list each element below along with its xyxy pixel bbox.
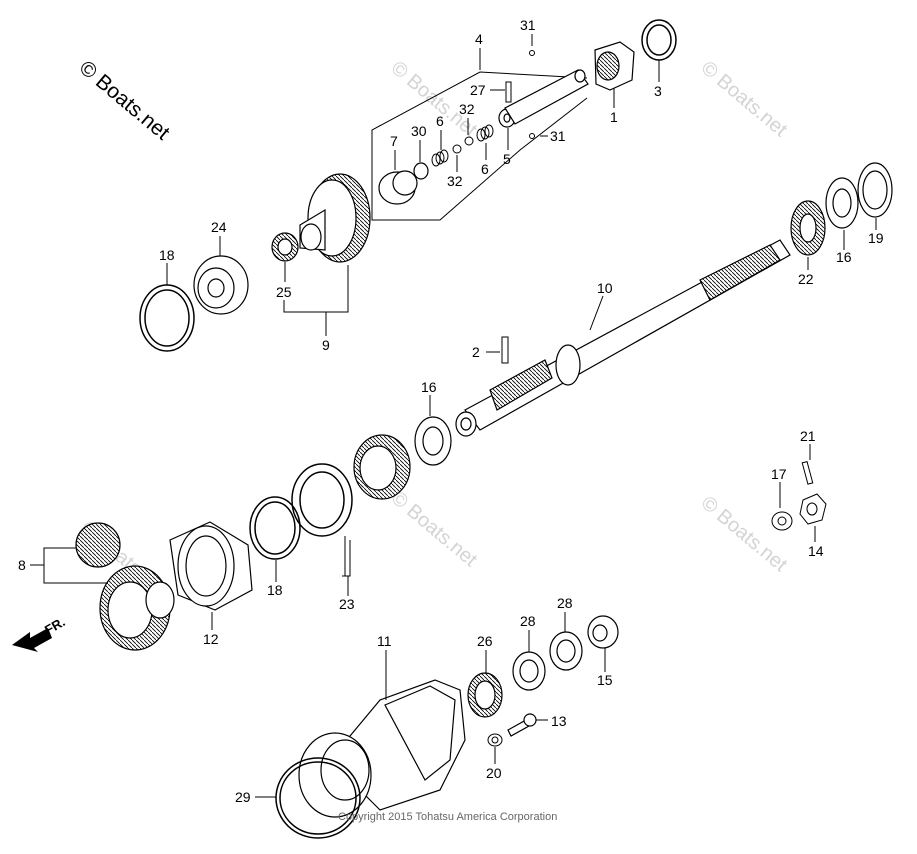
copyright-notice: Copyright 2015 Tohatsu America Corporati… — [338, 811, 557, 823]
part-29-o-ring — [275, 757, 361, 839]
callout-5: 5 — [503, 151, 511, 167]
watermark-faint-1: © Boats.net — [387, 57, 482, 141]
callout-27: 27 — [470, 82, 486, 98]
part-16-washer-top — [825, 177, 859, 229]
part-28-oil-seal-a — [512, 651, 546, 691]
part-23-race — [291, 463, 353, 537]
part-18-shim-top — [139, 284, 195, 352]
callout-16-right: 16 — [836, 249, 852, 265]
part-16-washer-mid — [414, 416, 452, 466]
callout-26: 26 — [477, 633, 493, 649]
callout-11: 11 — [377, 633, 392, 649]
part-17-washer — [771, 511, 793, 531]
callout-25: 25 — [276, 284, 292, 300]
callout-17: 17 — [771, 466, 787, 482]
callout-6-left: 6 — [436, 113, 444, 129]
part-15-spacer — [587, 615, 619, 649]
part-8-forward-gear — [99, 565, 175, 651]
part-32-balls — [452, 136, 474, 154]
callout-28-left: 28 — [520, 613, 536, 629]
part-12-bearing-housing — [169, 521, 253, 611]
part-4-shift-rod — [504, 69, 589, 125]
part-13-bolt — [507, 713, 537, 737]
part-26-needle-bearing — [467, 672, 503, 718]
part-21-cotter-pin — [801, 460, 814, 485]
callout-14: 14 — [808, 543, 824, 559]
part-30-clip — [413, 162, 429, 180]
watermark-faint-4: © Boats.net — [697, 492, 792, 576]
callout-23: 23 — [339, 596, 355, 612]
callout-31-mid: 31 — [550, 128, 566, 144]
callout-20: 20 — [486, 765, 502, 781]
callout-7: 7 — [390, 133, 398, 149]
callout-8: 8 — [18, 557, 26, 573]
callout-16-mid: 16 — [421, 379, 437, 395]
part-1-clutch — [594, 41, 635, 91]
callout-19: 19 — [868, 230, 884, 246]
part-11-bearing-carrier — [298, 679, 466, 818]
part-6-spring-b — [476, 124, 494, 142]
callout-22: 22 — [798, 271, 814, 287]
part-27-pin — [505, 81, 512, 103]
callout-15: 15 — [597, 672, 613, 688]
part-6-spring-a — [431, 149, 449, 167]
leader-lines — [30, 34, 877, 798]
callout-32-high: 32 — [459, 101, 475, 117]
watermark-main: © Boats.net — [75, 56, 174, 144]
callout-21: 21 — [800, 428, 816, 444]
part-28-oil-seal-b — [549, 631, 583, 671]
group-4-outline — [371, 71, 588, 221]
part-10-propeller-shaft — [455, 239, 791, 437]
callout-31-top: 31 — [520, 17, 536, 33]
callouts: 31 4 27 31 5 1 3 7 30 6 6 32 32 24 18 25… — [18, 17, 884, 805]
callout-4: 4 — [475, 31, 483, 47]
callout-29: 29 — [235, 789, 251, 805]
part-20-washer — [487, 733, 503, 747]
part-2-pin — [501, 336, 509, 364]
part-23-roller-bearing — [353, 434, 411, 500]
callout-24: 24 — [211, 219, 227, 235]
callout-13: 13 — [551, 713, 567, 729]
callout-30: 30 — [411, 123, 427, 139]
callout-12: 12 — [203, 631, 219, 647]
part-31-ball-mid — [529, 133, 535, 139]
callout-2: 2 — [472, 344, 480, 360]
watermark-faint-3: © Boats.net — [387, 487, 482, 571]
part-22-thrust-bearing — [790, 200, 826, 256]
part-25-bearing — [271, 232, 299, 262]
part-31-ball-top — [529, 50, 535, 56]
part-14-nut — [799, 493, 827, 525]
callout-1: 1 — [610, 109, 618, 125]
part-8-pinion — [75, 522, 121, 568]
callout-10: 10 — [597, 280, 613, 296]
front-direction-arrow: FR. — [12, 614, 68, 652]
watermark-faint-group: © Boats.net © Boats.net © Boats.net © Bo… — [77, 57, 792, 601]
watermark-faint-2: © Boats.net — [697, 57, 792, 141]
part-3-ring — [641, 19, 677, 61]
part-19-washer — [857, 162, 893, 218]
part-18-shim-lower — [249, 496, 301, 560]
callout-18-lower: 18 — [267, 582, 283, 598]
callout-3: 3 — [654, 83, 662, 99]
callout-32-low: 32 — [447, 173, 463, 189]
callout-28-right: 28 — [557, 595, 573, 611]
part-24-ball-bearing — [193, 255, 249, 315]
part-7-cap — [378, 170, 418, 205]
callout-6-right: 6 — [481, 161, 489, 177]
callout-9: 9 — [322, 337, 330, 353]
part-9-reverse-gear — [299, 173, 371, 263]
callout-18-top: 18 — [159, 247, 175, 263]
